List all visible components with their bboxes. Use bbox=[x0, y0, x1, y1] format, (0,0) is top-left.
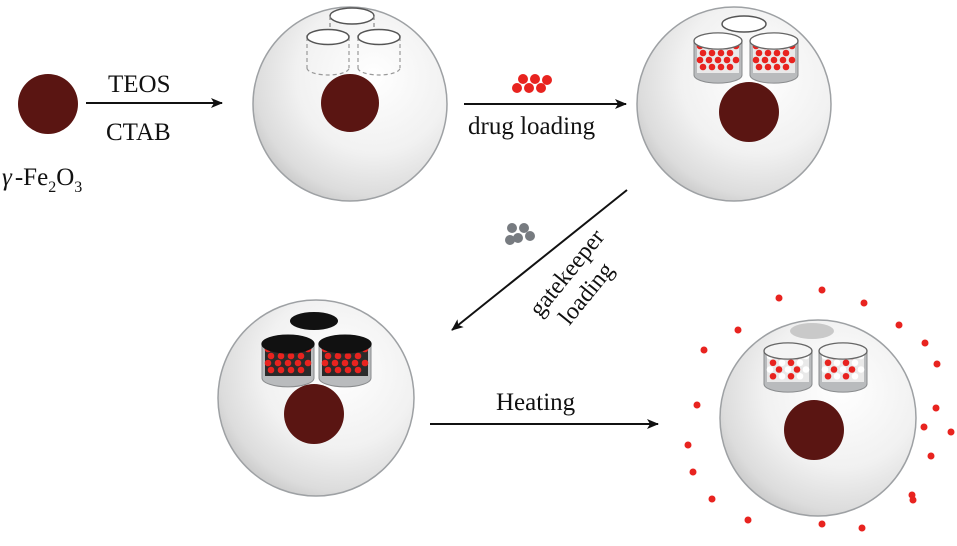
gatekeeper-particles-icon bbox=[505, 223, 535, 245]
pore-left bbox=[261, 334, 315, 388]
released-drug-particles bbox=[684, 286, 955, 532]
ctab-label: CTAB bbox=[106, 119, 171, 146]
pore-right bbox=[749, 32, 799, 84]
pore-left bbox=[763, 342, 813, 393]
pore-right bbox=[818, 342, 868, 393]
arrow-gatekeeper-loading bbox=[451, 189, 628, 331]
core bbox=[284, 384, 344, 444]
core bbox=[719, 82, 779, 142]
sphere-drug-loaded bbox=[636, 6, 832, 202]
drug-particles-icon bbox=[512, 74, 552, 93]
sphere-empty-pores bbox=[252, 6, 448, 202]
pore-right bbox=[318, 334, 372, 388]
core bbox=[784, 400, 844, 460]
heating-label: Heating bbox=[496, 389, 576, 416]
fe2o3-core bbox=[18, 74, 78, 134]
sphere-capped bbox=[217, 299, 415, 497]
gamma-symbol: γ bbox=[2, 164, 13, 191]
fe2o3-label: γ-Fe2O3 bbox=[2, 164, 82, 196]
drug-loading-label: drug loading bbox=[468, 113, 596, 140]
teos-label: TEOS bbox=[108, 71, 171, 98]
gatekeeper-loading-label: gatekeeper loading bbox=[524, 225, 619, 330]
sphere-released bbox=[719, 319, 917, 517]
core bbox=[321, 74, 379, 132]
pore-left bbox=[693, 32, 743, 84]
